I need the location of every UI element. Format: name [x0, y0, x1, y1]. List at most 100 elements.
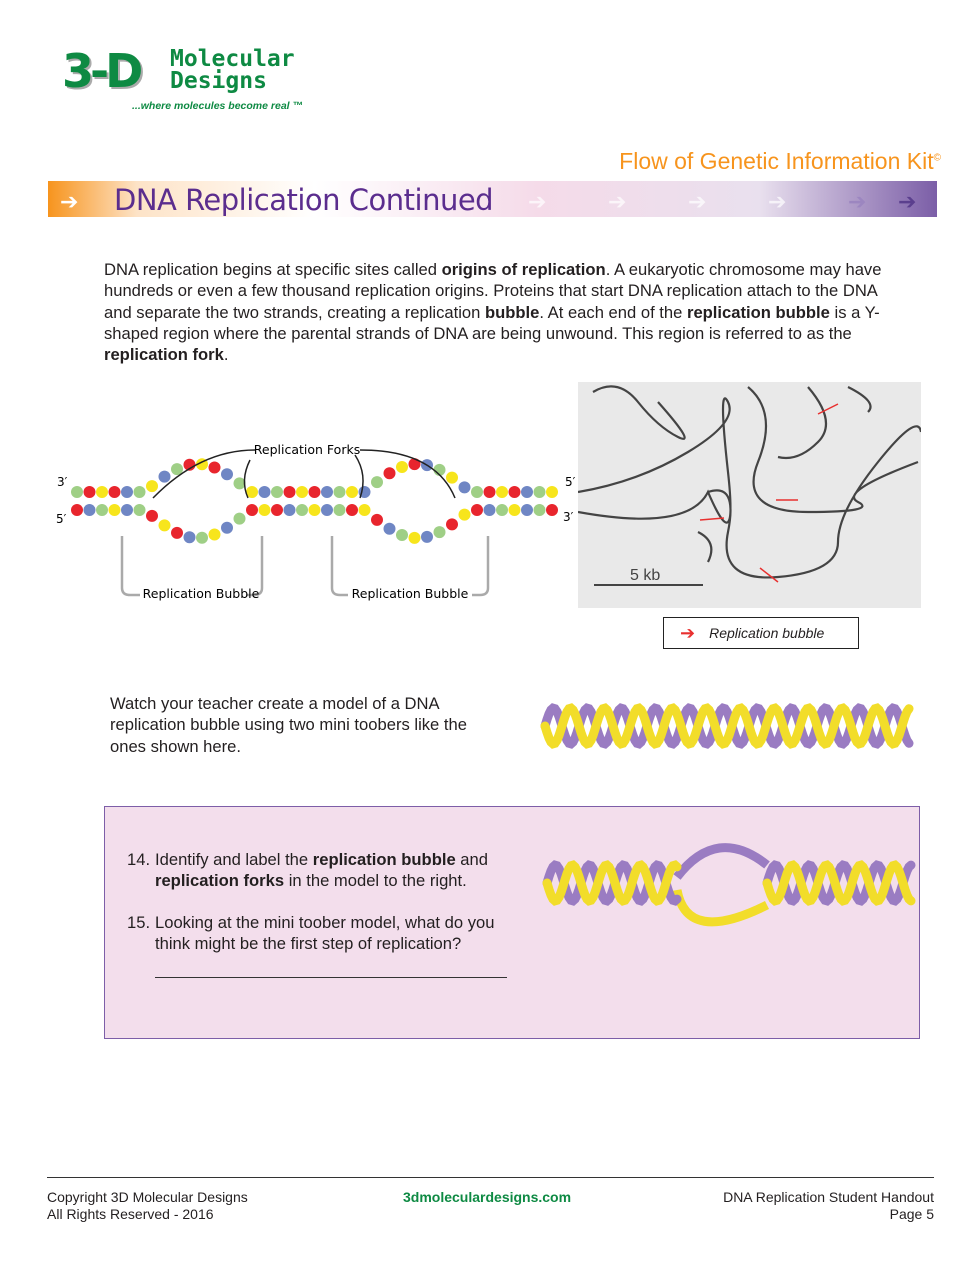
nucleotide [521, 504, 533, 516]
nucleotide [133, 486, 146, 498]
nucleotide [83, 486, 96, 498]
nucleotide [171, 463, 183, 476]
logo-name-line1: Molecular [170, 46, 295, 72]
page-number: Page 5 [889, 1206, 934, 1222]
copyright-symbol: © [933, 152, 941, 164]
nucleotide [533, 486, 546, 498]
bubble-label: Replication Bubble [143, 586, 260, 601]
nucleotide [458, 481, 471, 494]
toober-svg [542, 843, 916, 927]
logo-name-line2: Designs [170, 68, 267, 94]
questions-box: 14.Identify and label the replication bu… [104, 806, 920, 1039]
nucleotide [121, 486, 133, 498]
nucleotide [258, 486, 271, 498]
term-replication-fork: replication fork [104, 345, 224, 365]
nucleotide [546, 486, 558, 498]
nucleotide [396, 460, 408, 473]
nucleotide [483, 504, 496, 516]
nucleotide [283, 486, 296, 498]
answer-blank-line[interactable] [155, 977, 507, 978]
toober-strand-yellow [672, 889, 770, 927]
dna-strands [577, 385, 923, 579]
electron-micrograph: 5 kb [577, 382, 923, 608]
toober-double-helix-image [535, 690, 920, 760]
end-label: 5′ [565, 475, 576, 489]
bubble-label: Replication Bubble [352, 586, 469, 601]
term: replication bubble [312, 850, 456, 869]
toober-svg [540, 703, 914, 749]
nucleotide [308, 504, 321, 516]
nucleotide [508, 504, 521, 516]
text: DNA replication begins at specific sites… [104, 260, 442, 279]
fork-pointer [354, 454, 364, 499]
nucleotide [471, 504, 483, 516]
end-label: 5′ [56, 512, 67, 526]
dna-diagram-svg: Replication Forks Replication Bubble Rep… [56, 442, 576, 601]
text: . A eukaryotic chromosome may have hundr… [104, 260, 882, 322]
term-replication-bubble: replication bubble [686, 302, 830, 322]
nucleotide [421, 530, 433, 543]
logo-tagline: ...where molecules become real ™ [132, 100, 303, 112]
nucleotide [483, 486, 496, 498]
nucleotide [183, 531, 196, 544]
nucleotide [408, 458, 421, 471]
micrograph-legend: ➔Replication bubble [663, 617, 859, 649]
nucleotide [333, 504, 346, 516]
nucleotide [258, 504, 271, 516]
nucleotide [283, 504, 296, 516]
nucleotide [471, 486, 483, 498]
nucleotide [321, 504, 333, 516]
nucleotide [333, 486, 346, 498]
nucleotide [546, 504, 558, 516]
arrow-icon: ➔ [848, 189, 867, 214]
kit-title-text: Flow of Genetic Information Kit [619, 148, 934, 174]
nucleotide [346, 486, 358, 498]
nucleotide [83, 504, 96, 516]
nucleotide [146, 509, 158, 522]
intro-paragraph: DNA replication begins at specific sites… [104, 259, 909, 365]
end-label: 3′ [57, 475, 68, 489]
page-title: DNA Replication Continued [114, 183, 494, 217]
nucleotide [496, 504, 508, 516]
nucleotide [158, 470, 171, 483]
nucleotide [496, 486, 508, 498]
nucleotide [271, 504, 283, 516]
nucleotide [96, 504, 108, 516]
toober-strand-purple [540, 703, 914, 749]
term: replication forks [155, 871, 285, 890]
forks-label: Replication Forks [254, 442, 360, 457]
nucleotide [371, 513, 383, 526]
bubble-arrows [699, 403, 839, 583]
nucleotide [358, 504, 371, 516]
nucleotide [233, 512, 246, 525]
fork-pointer [359, 449, 456, 499]
watch-instructions: Watch your teacher create a model of a D… [110, 694, 467, 756]
bubble-bracket [120, 536, 264, 597]
nucleotide [108, 504, 121, 516]
nucleotide [221, 521, 233, 534]
document-title: DNA Replication Student Handout [723, 1189, 934, 1205]
nucleotide [521, 486, 533, 498]
nucleotide [508, 486, 521, 498]
question-15: 15.Looking at the mini toober model, wha… [127, 912, 527, 954]
arrow-icon: ➔ [898, 189, 917, 214]
question-number: 14. [127, 850, 151, 869]
replication-bubble-diagram: Replication Forks Replication Bubble Rep… [50, 430, 580, 610]
text: Looking at the mini toober model, what d… [155, 913, 495, 953]
nucleotide [458, 508, 471, 521]
website-link[interactable]: 3dmoleculardesigns.com [403, 1189, 572, 1205]
nucleotide [396, 529, 408, 542]
nucleotide [533, 504, 546, 516]
section-banner: ➔ ➔ ➔ ➔ ➔ ➔ ➔ DNA Replication Continued [48, 181, 937, 217]
fork-pointer [152, 449, 256, 499]
fork-pointer [243, 459, 251, 499]
nucleotide [446, 471, 458, 484]
nucleotide [383, 522, 396, 535]
nucleotide [171, 526, 183, 539]
kit-title: Flow of Genetic Information Kit© [619, 148, 941, 175]
question-number: 15. [127, 913, 151, 932]
nucleotide [271, 486, 283, 498]
